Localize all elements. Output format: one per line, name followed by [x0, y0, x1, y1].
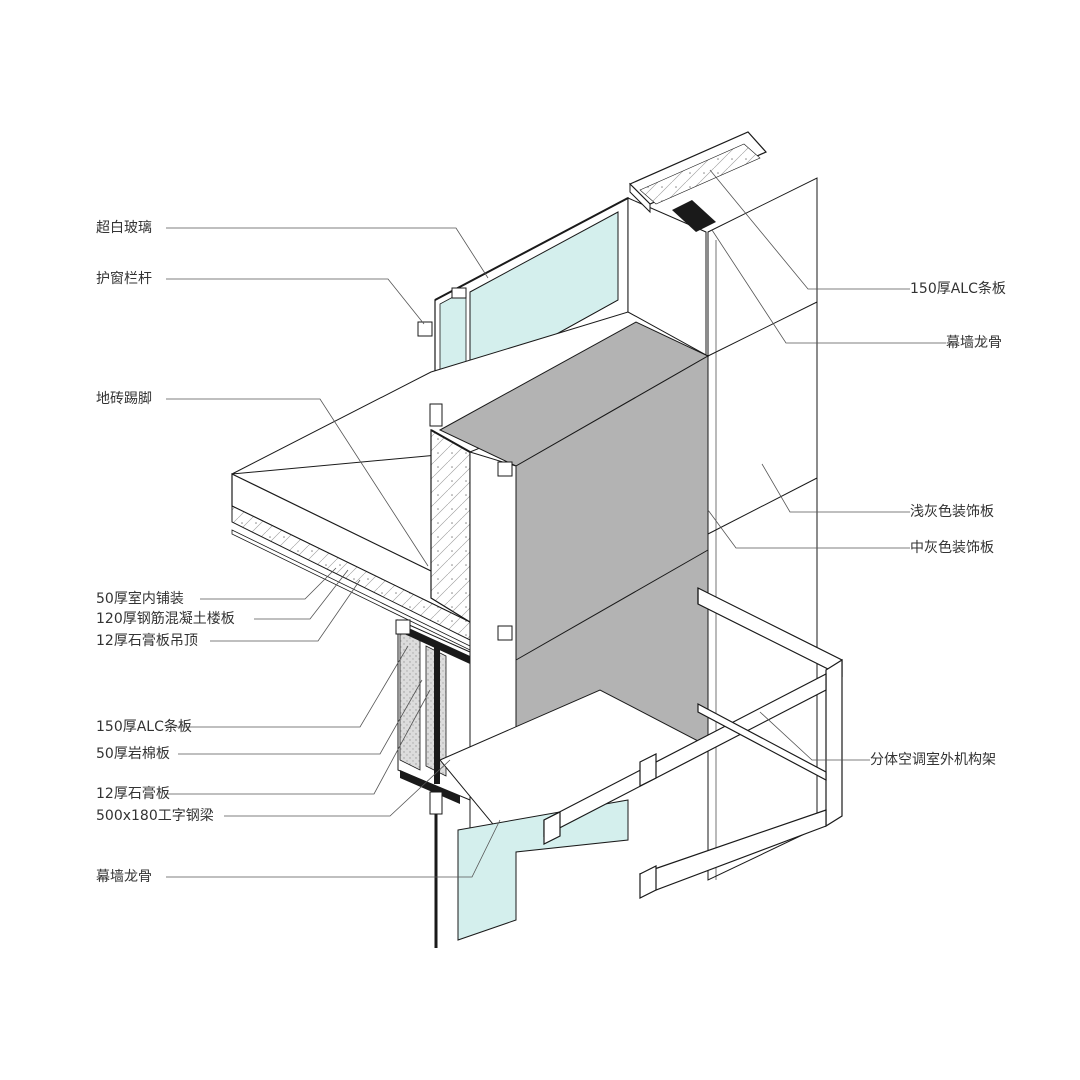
label-i-beam: 500x180工字钢梁 [96, 808, 214, 824]
light-gray-panel-wall [707, 177, 818, 881]
label-alc-panel-right: 150厚ALC条板 [910, 281, 1006, 297]
label-curtain-wall-keel-left: 幕墙龙骨 [96, 869, 152, 885]
label-ultra-clear-glass: 超白玻璃 [96, 220, 152, 236]
lower-glazing [434, 790, 629, 948]
label-gypsum-board: 12厚石膏板 [96, 786, 170, 802]
label-gypsum-ceiling: 12厚石膏板吊顶 [96, 633, 198, 649]
steel-beam-section [397, 619, 702, 853]
label-rock-wool: 50厚岩棉板 [96, 746, 170, 762]
ac-outdoor-unit-frame [543, 587, 843, 899]
mullions [395, 287, 467, 815]
label-alc-panel-left: 150厚ALC条板 [96, 719, 192, 735]
label-mid-gray-panel: 中灰色装饰板 [910, 540, 994, 556]
label-concrete-slab: 120厚钢筋混凝土楼板 [96, 611, 235, 627]
label-light-gray-panel: 浅灰色装饰板 [910, 504, 994, 520]
label-tile-skirting: 地砖踢脚 [96, 391, 152, 407]
label-ac-frame: 分体空调室外机构架 [870, 752, 996, 768]
leader-lines [166, 169, 946, 878]
label-curtain-wall-keel-right: 幕墙龙骨 [946, 335, 1002, 351]
inner-alc-wall-upper [430, 428, 471, 624]
label-window-railing: 护窗栏杆 [96, 271, 152, 287]
label-indoor-paving: 50厚室内铺装 [96, 591, 184, 607]
top-alc-strip [628, 131, 767, 232]
